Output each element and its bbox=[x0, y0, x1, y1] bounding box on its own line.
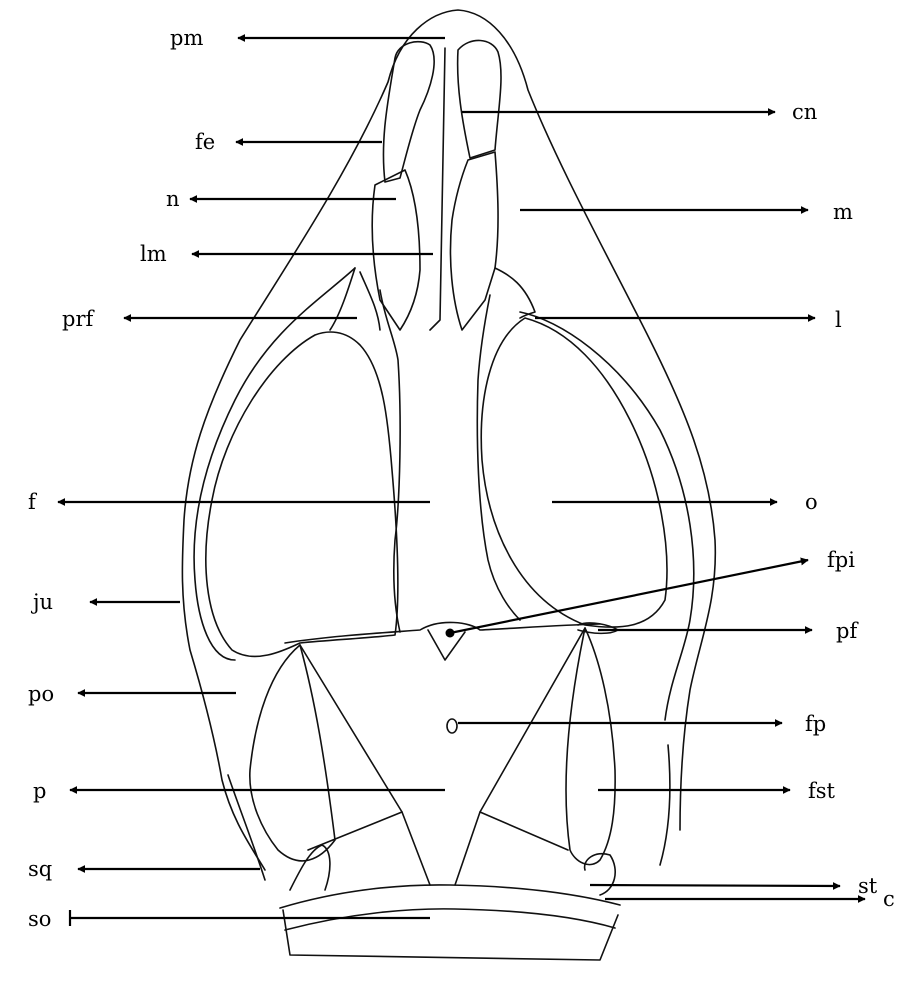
label-c: c bbox=[883, 887, 895, 911]
leader-lines bbox=[58, 38, 865, 926]
label-fe: fe bbox=[195, 130, 215, 154]
orbit-left-ring bbox=[194, 268, 355, 660]
premaxilla-left bbox=[383, 42, 434, 182]
label-sq: sq bbox=[28, 857, 52, 881]
lacrimal-right bbox=[495, 268, 535, 318]
nasal-left bbox=[372, 170, 420, 330]
label-cn: cn bbox=[792, 100, 817, 124]
label-fpi: fpi bbox=[827, 548, 855, 572]
labels: pm cn fe n m lm prf l f o fpi ju pf po f… bbox=[28, 26, 895, 931]
squamosal-right bbox=[660, 745, 670, 865]
label-f: f bbox=[28, 490, 38, 514]
premaxilla-right bbox=[458, 40, 501, 158]
orbit-right-ring bbox=[520, 312, 694, 720]
label-lm: lm bbox=[140, 242, 167, 266]
label-n: n bbox=[166, 187, 180, 211]
label-pf: pf bbox=[836, 619, 859, 643]
label-o: o bbox=[805, 490, 818, 514]
parietal-right-edge bbox=[480, 628, 585, 850]
parietal-posterior bbox=[402, 812, 480, 885]
label-pm: pm bbox=[170, 26, 203, 50]
frontal-bone bbox=[380, 290, 520, 632]
label-l: l bbox=[835, 308, 842, 332]
midline-suture bbox=[430, 48, 445, 330]
label-fst: fst bbox=[808, 779, 836, 803]
orbit-left bbox=[206, 332, 398, 656]
supraoccipital bbox=[280, 885, 620, 960]
arrow-st bbox=[590, 885, 840, 886]
label-p: p bbox=[33, 779, 46, 803]
arrow-fpi bbox=[450, 560, 808, 633]
label-st: st bbox=[858, 874, 878, 898]
orbit-right bbox=[481, 318, 667, 627]
temporal-fossa-right bbox=[566, 628, 615, 865]
label-ju: ju bbox=[30, 590, 53, 614]
label-prf: prf bbox=[62, 307, 95, 331]
label-po: po bbox=[28, 682, 54, 706]
label-so: so bbox=[28, 907, 51, 931]
skull-outline bbox=[182, 10, 715, 960]
nasal-right bbox=[450, 152, 498, 330]
temporal-fossa-left bbox=[250, 645, 335, 861]
parietal-left-edge bbox=[300, 645, 402, 850]
label-m: m bbox=[833, 200, 853, 224]
label-fp: fp bbox=[805, 712, 826, 736]
prefrontal-left bbox=[330, 268, 380, 330]
outer-contour bbox=[182, 10, 715, 870]
parietal-foramen bbox=[447, 719, 457, 733]
